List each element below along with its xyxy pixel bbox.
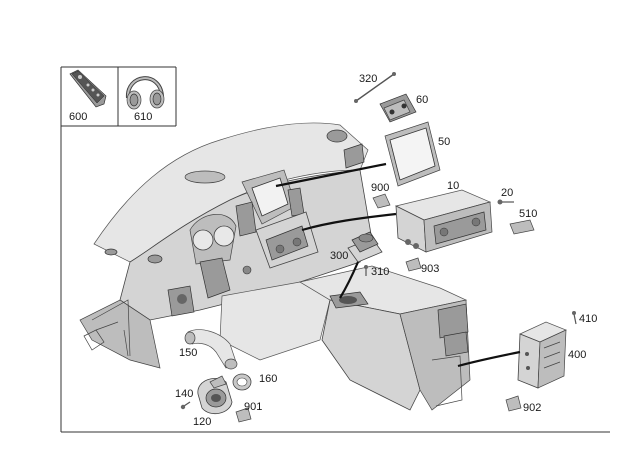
- part-label-20: 20: [501, 187, 513, 199]
- part-20-illustration: [497, 199, 514, 205]
- part-label-400: 400: [568, 349, 586, 361]
- part-label-510: 510: [519, 208, 537, 220]
- part-label-10: 10: [447, 180, 459, 192]
- leader-10: [301, 212, 397, 232]
- dash-bracket-lines: [83, 321, 129, 357]
- dashboard-illustration: [79, 122, 373, 369]
- part-510-illustration: [509, 219, 535, 235]
- part-label-140: 140: [175, 388, 193, 400]
- leader-300: [339, 261, 360, 299]
- part-60-illustration: [379, 93, 417, 123]
- leader-400: [457, 350, 521, 368]
- part-label-160: 160: [259, 373, 277, 385]
- part-label-310: 310: [371, 266, 389, 278]
- part-label-902: 902: [523, 402, 541, 414]
- part-400-illustration: [517, 321, 567, 389]
- part-160-illustration: [232, 373, 252, 391]
- leader-50: [275, 162, 387, 188]
- center-console-illustration: [299, 265, 471, 411]
- part-label-300: 300: [330, 250, 348, 262]
- part-150-illustration: [184, 329, 238, 370]
- part-50-illustration: [384, 121, 441, 187]
- part-label-600: 600: [69, 111, 87, 123]
- part-10-illustration: [394, 189, 493, 253]
- part-902-illustration: [505, 395, 522, 412]
- part-300-illustration: [347, 231, 383, 263]
- part-label-410: 410: [579, 313, 597, 325]
- part-410-illustration: [572, 311, 577, 325]
- part-310-illustration: [364, 265, 368, 276]
- headphones-illustration: [125, 76, 165, 110]
- part-label-610: 610: [134, 111, 152, 123]
- part-120-illustration: [197, 375, 233, 415]
- remote-control-illustration: [69, 69, 107, 108]
- part-903-illustration: [405, 257, 422, 272]
- part-label-903: 903: [421, 263, 439, 275]
- part-label-900: 900: [371, 182, 389, 194]
- diagram-frame: [60, 66, 610, 433]
- part-900-illustration: [372, 193, 391, 209]
- part-140-illustration: [180, 401, 191, 410]
- part-320-illustration: [354, 72, 396, 103]
- part-901-illustration: [235, 407, 252, 423]
- part-label-901: 901: [244, 401, 262, 413]
- part-label-320: 320: [359, 73, 377, 85]
- part-label-50: 50: [438, 136, 450, 148]
- part-label-120: 120: [193, 416, 211, 428]
- part-label-60: 60: [416, 94, 428, 106]
- part-label-150: 150: [179, 347, 197, 359]
